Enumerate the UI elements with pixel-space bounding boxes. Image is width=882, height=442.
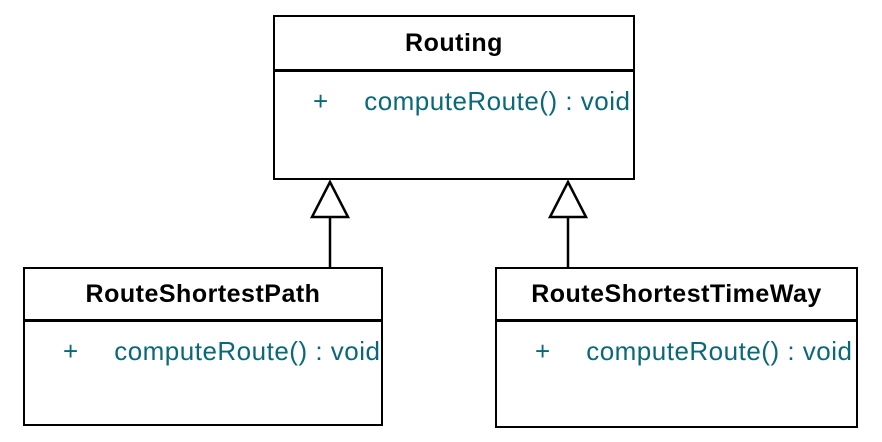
class-box-routing: Routing + computeRoute() : void (273, 15, 635, 180)
visibility-public-symbol: + (535, 336, 551, 366)
methods-compartment-routing: + computeRoute() : void (275, 72, 633, 117)
hollow-triangle-arrowhead-left (309, 179, 351, 219)
method-compute-route: + computeRoute() : void (313, 85, 633, 117)
class-name-route-shortest-time-way: RouteShortestTimeWay (497, 269, 856, 322)
method-compute-route: + computeRoute() : void (63, 335, 381, 367)
visibility-public-symbol: + (63, 336, 79, 366)
generalization-left (309, 179, 351, 267)
class-name-routing: Routing (275, 17, 633, 72)
method-signature: computeRoute() : void (114, 336, 381, 366)
method-signature: computeRoute() : void (364, 86, 631, 116)
class-box-route-shortest-time-way: RouteShortestTimeWay + computeRoute() : … (495, 267, 858, 428)
methods-compartment-route-shortest-path: + computeRoute() : void (25, 322, 381, 367)
hollow-triangle-arrowhead-right (547, 179, 589, 219)
generalization-right (547, 179, 589, 267)
class-name-route-shortest-path: RouteShortestPath (25, 269, 381, 322)
class-box-route-shortest-path: RouteShortestPath + computeRoute() : voi… (23, 267, 383, 426)
visibility-public-symbol: + (313, 86, 329, 116)
method-signature: computeRoute() : void (586, 336, 853, 366)
method-compute-route: + computeRoute() : void (535, 335, 856, 367)
methods-compartment-route-shortest-time-way: + computeRoute() : void (497, 322, 856, 367)
